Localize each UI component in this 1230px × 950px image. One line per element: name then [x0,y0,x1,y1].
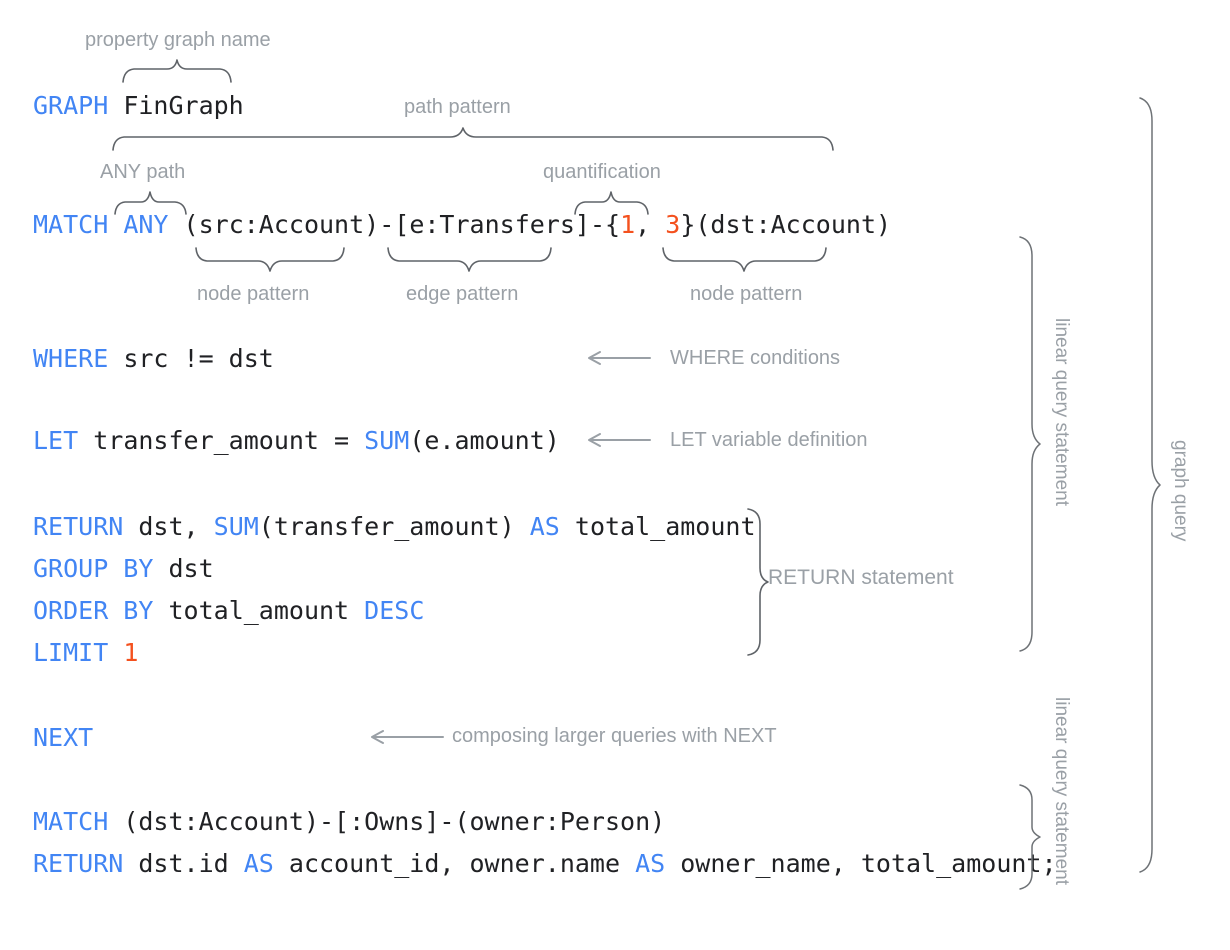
keyword-as-return: AS [529,512,560,541]
code-line-next: NEXT [33,721,93,755]
annotation-linear-query-statement-1: linear query statement [1051,318,1072,506]
keyword-limit: LIMIT [33,638,109,667]
annotation-quantification: quantification [543,161,661,183]
brace-edge-pattern [387,247,552,272]
brace-path-pattern [112,127,834,151]
code-line-match: MATCH ANY (src:Account)-[e:Transfers]-{1… [33,208,891,242]
annotation-node-pattern-left: node pattern [197,283,310,305]
code-line-where: WHERE src != dst [33,342,274,376]
quant-close-brace: } [680,210,696,239]
keyword-graph: GRAPH [33,91,109,120]
let-variable: transfer_amount = [93,426,365,455]
annotation-where-conditions: WHERE conditions [670,347,841,369]
quant-open-brace: { [605,210,621,239]
dash-2: - [589,210,606,239]
annotation-any-path: ANY path [100,161,186,183]
keyword-any: ANY [123,210,169,239]
edge-pattern-code: [e:Transfers] [394,210,590,239]
return-2-part-1: dst.id [138,849,244,878]
function-sum-return: SUM [213,512,259,541]
let-args: (e.amount) [409,426,560,455]
annotation-return-statement: RETURN statement [768,566,954,589]
return-2-part-3: owner_name, total_amount; [665,849,1057,878]
keyword-group-by: GROUP BY [33,554,154,583]
keyword-return: RETURN [33,512,124,541]
code-line-return-2: RETURN dst.id AS account_id, owner.name … [33,847,1057,881]
keyword-return-2: RETURN [33,849,124,878]
annotation-graph-query: graph query [1170,440,1191,542]
keyword-where: WHERE [33,344,109,373]
annotation-edge-pattern: edge pattern [406,283,519,305]
where-expression: src != dst [123,344,274,373]
quant-min-value: 1 [620,210,636,239]
match-2-pattern: (dst:Account)-[:Owns]-(owner:Person) [123,807,666,836]
order-by-expression: total_amount [168,596,350,625]
code-line-limit: LIMIT 1 [33,636,138,670]
annotation-path-pattern: path pattern [404,96,511,118]
keyword-desc: DESC [364,596,425,625]
brace-linear-query-statement-1 [1019,236,1041,652]
src-node-pattern: (src:Account) [183,210,380,239]
annotation-property-graph-name: property graph name [85,29,271,51]
arrow-let-variable-definition [588,433,651,447]
keyword-as-1: AS [243,849,274,878]
annotation-node-pattern-right: node pattern [690,283,803,305]
brace-property-graph-name [122,59,232,83]
code-line-let: LET transfer_amount = SUM(e.amount) [33,424,560,458]
function-sum-let: SUM [364,426,410,455]
arrow-composing-next [371,730,444,744]
keyword-order-by: ORDER BY [33,596,154,625]
brace-node-pattern-left [195,247,345,272]
limit-value: 1 [123,638,139,667]
code-line-graph: GRAPH FinGraph [33,89,244,123]
keyword-next: NEXT [33,723,94,752]
keyword-as-2: AS [635,849,666,878]
keyword-let: LET [33,426,79,455]
return-2-part-2: account_id, owner.name [273,849,636,878]
keyword-match-2: MATCH [33,807,109,836]
return-part-2: (transfer_amount) [258,512,530,541]
annotation-linear-query-statement-2: linear query statement [1051,697,1072,885]
code-line-order-by: ORDER BY total_amount DESC [33,594,424,628]
brace-node-pattern-right [662,247,827,272]
group-by-expression: dst [168,554,214,583]
code-line-return: RETURN dst, SUM(transfer_amount) AS tota… [33,510,756,544]
code-line-group-by: GROUP BY dst [33,552,214,586]
annotation-let-variable-definition: LET variable definition [670,429,868,451]
dst-node-pattern: (dst:Account) [695,210,892,239]
annotation-composing-next: composing larger queries with NEXT [452,725,777,747]
dash-1: - [379,210,395,239]
graph-name-value: FinGraph [123,91,244,120]
keyword-match: MATCH [33,210,109,239]
arrow-where-conditions [588,351,651,365]
brace-graph-query [1139,97,1161,873]
return-part-3: total_amount [559,512,756,541]
return-part-1: dst, [138,512,214,541]
quant-max-value: 3 [665,210,681,239]
quant-separator: , [635,210,666,239]
code-line-match-2: MATCH (dst:Account)-[:Owns]-(owner:Perso… [33,805,665,839]
